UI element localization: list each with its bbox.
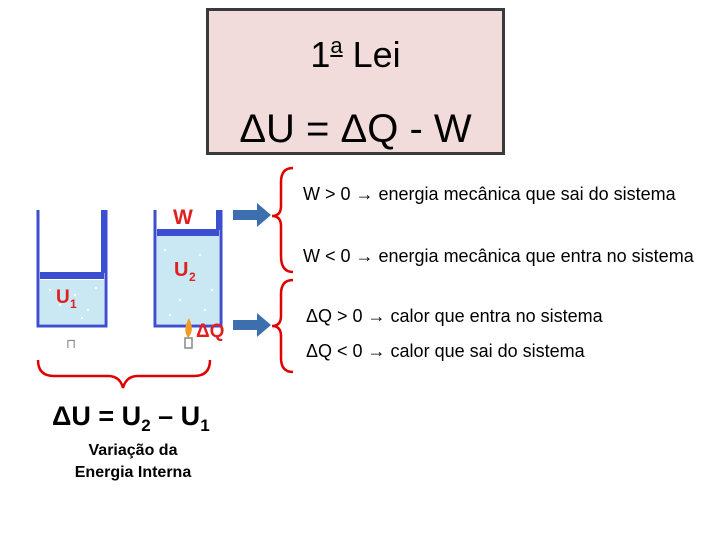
label-heat: ΔQ bbox=[196, 321, 224, 342]
water-initial bbox=[40, 280, 104, 324]
container-final: W U 2 ΔQ bbox=[153, 206, 224, 349]
label-u1: U bbox=[56, 287, 70, 308]
water-final bbox=[157, 236, 219, 324]
flame-icon bbox=[185, 318, 192, 338]
title-box: 1a Lei ΔU = ΔQ - W bbox=[206, 8, 505, 155]
piston-final bbox=[157, 229, 219, 236]
arrow-work bbox=[233, 203, 271, 227]
first-law-equation: ΔU = ΔQ - W bbox=[239, 107, 472, 151]
title-number: 1 bbox=[310, 34, 331, 75]
statement-work-negative: W < 0 → energia mecânica que entra no si… bbox=[303, 246, 694, 266]
piston-rod-initial bbox=[101, 210, 105, 273]
title-ordinal: a bbox=[330, 33, 343, 58]
brace-work bbox=[271, 166, 294, 274]
burner-on bbox=[184, 337, 193, 349]
label-u2: U bbox=[174, 259, 188, 281]
burner-off: ⊓ bbox=[66, 336, 76, 351]
title-word: Lei bbox=[352, 34, 401, 75]
brace-heat bbox=[271, 278, 294, 374]
svg-text:2: 2 bbox=[189, 270, 196, 284]
internal-energy-caption: Variação da Energia Interna bbox=[74, 442, 192, 481]
brace-bottom bbox=[36, 359, 212, 389]
piston-initial bbox=[40, 272, 104, 279]
svg-text:1: 1 bbox=[70, 297, 77, 311]
statement-work-positive: W > 0 → energia mecânica que sai do sist… bbox=[303, 184, 676, 204]
statement-heat-positive: ΔQ > 0 → calor que entra no sistema bbox=[306, 306, 603, 326]
label-work: W bbox=[173, 206, 193, 229]
internal-energy-formula: ΔU = U2 – U1 bbox=[52, 401, 210, 435]
container-initial: U 1 ⊓ bbox=[36, 210, 108, 351]
statement-heat-negative: ΔQ < 0 → calor que sai do sistema bbox=[306, 341, 585, 361]
title: 1a Lei bbox=[209, 26, 502, 75]
arrow-heat bbox=[233, 313, 271, 337]
piston-rod-final bbox=[216, 210, 220, 230]
